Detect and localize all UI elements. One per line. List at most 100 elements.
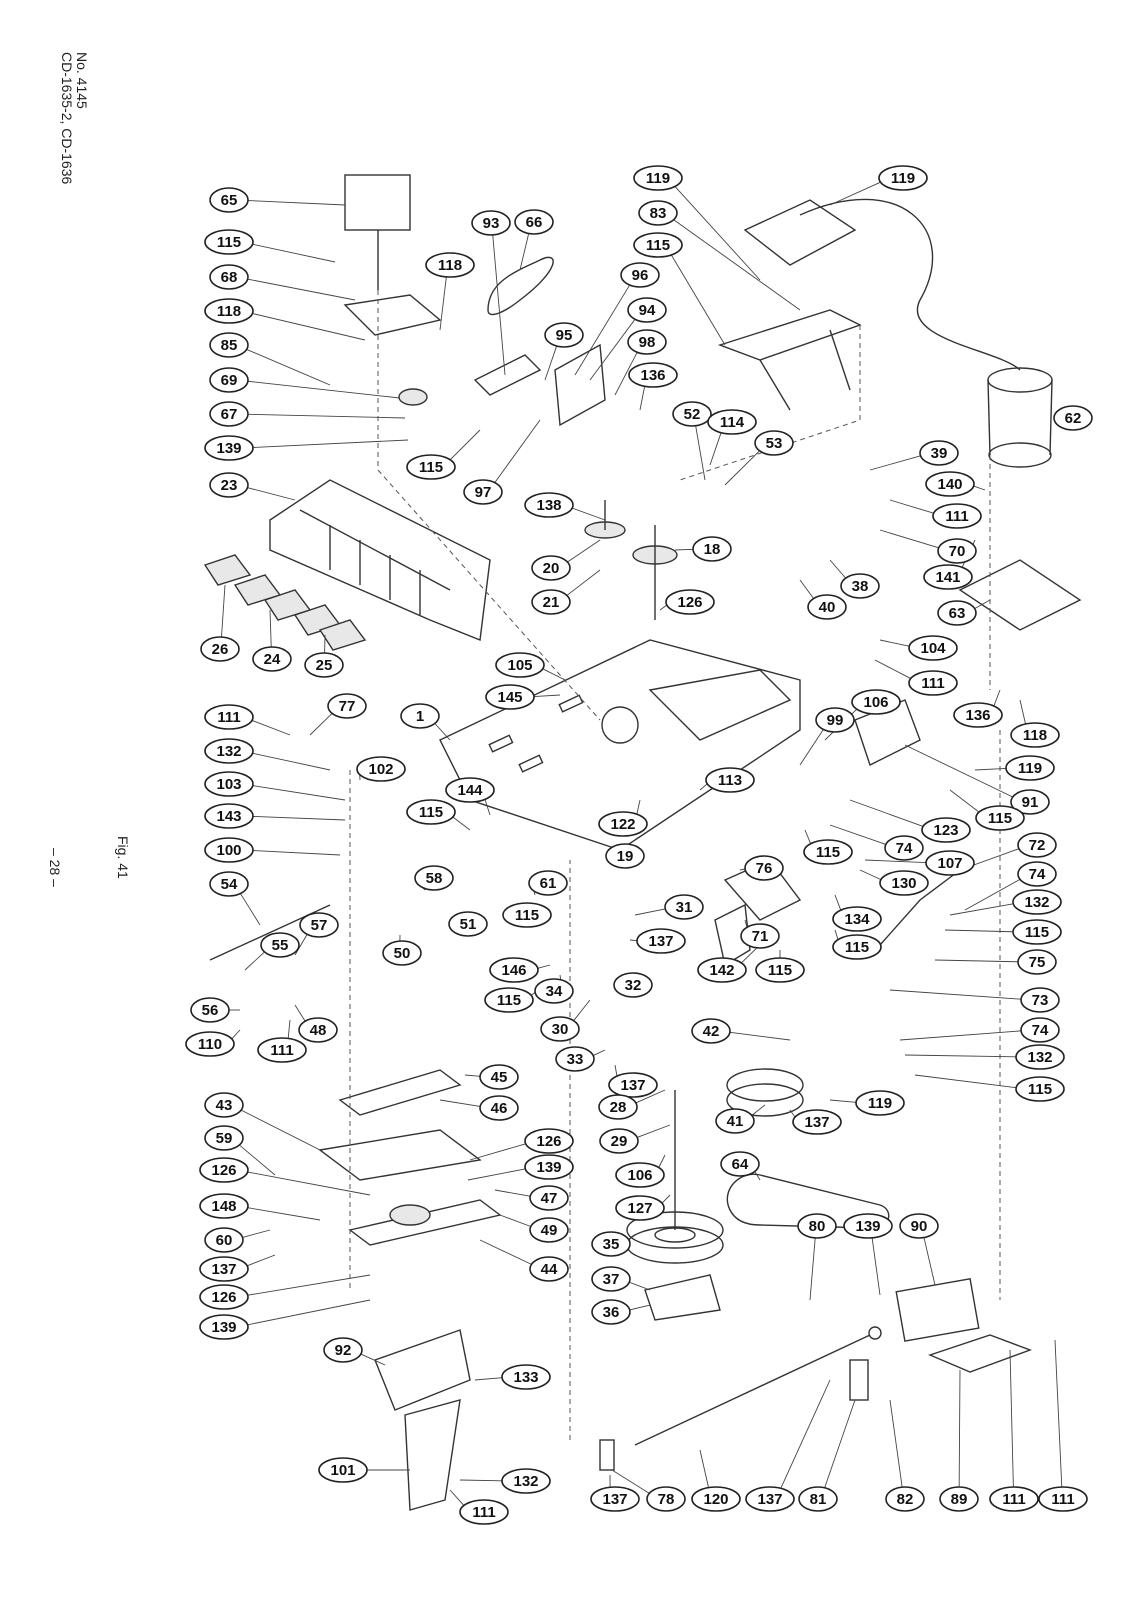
callout-bubble [697, 957, 747, 983]
callout-label: 132 [513, 1473, 538, 1490]
callout-bubble [923, 564, 973, 590]
callout-c115c: 115 [633, 232, 683, 258]
callout-label: 81 [810, 1491, 827, 1508]
callout-c21: 21 [531, 589, 571, 615]
callout-c137d: 137 [199, 1256, 249, 1282]
callout-bubble [755, 957, 805, 983]
callout-c118c: 118 [1010, 722, 1060, 748]
callout-c33: 33 [555, 1046, 595, 1072]
callout-bubble [252, 646, 292, 672]
callout-c82: 82 [885, 1486, 925, 1512]
callout-c39: 39 [919, 440, 959, 466]
callout-label: 115 [497, 992, 521, 1009]
callout-bubble [797, 1213, 837, 1239]
callout-label: 111 [472, 1504, 495, 1521]
callout-c115a: 115 [204, 229, 254, 255]
callout-label: 148 [211, 1198, 236, 1215]
callout-c139c: 139 [843, 1213, 893, 1239]
callout-label: 63 [949, 605, 966, 622]
callout-c139a: 139 [204, 435, 254, 461]
callout-bubble [613, 972, 653, 998]
callout-label: 132 [1027, 1049, 1052, 1066]
callout-label: 59 [216, 1130, 233, 1147]
leader-line-c92 [360, 1353, 386, 1366]
motor-top [987, 367, 1053, 393]
callout-bubble [807, 594, 847, 620]
callout-c139b: 139 [524, 1154, 574, 1180]
callout-c25: 25 [304, 652, 344, 678]
callout-bubble [531, 555, 571, 581]
leader-line-c93 [492, 234, 506, 376]
parts-artwork [203, 174, 1082, 1511]
callout-bubble [529, 1256, 569, 1282]
callout-bubble [1015, 1076, 1065, 1102]
callout-c74a: 74 [884, 835, 924, 861]
callout-c126d: 126 [199, 1284, 249, 1310]
callout-label: 52 [684, 406, 701, 423]
callout-label: 67 [221, 406, 238, 423]
leader-line-c81 [824, 1399, 856, 1488]
callout-bubble [199, 1157, 249, 1183]
leader-line-c53 [724, 450, 760, 486]
leader-line-c33 [593, 1049, 606, 1056]
callout-bubble [484, 987, 534, 1013]
callout-bubble [665, 589, 715, 615]
callout-c80: 80 [797, 1213, 837, 1239]
callout-bubble [745, 1486, 795, 1512]
leader-line-c144 [484, 799, 491, 816]
callout-c126a: 126 [665, 589, 715, 615]
leader-line-c59 [239, 1144, 276, 1176]
leader-line-c139c [871, 1237, 881, 1296]
callout-bubble [524, 1128, 574, 1154]
callout-c106a: 106 [851, 689, 901, 715]
callout-bubble [199, 1284, 249, 1310]
callout-c99: 99 [815, 707, 855, 733]
callout-label: 32 [625, 977, 642, 994]
callout-bubble [908, 670, 958, 696]
callout-label: 42 [703, 1023, 720, 1040]
motor-bracket [958, 559, 1082, 631]
callout-c126c: 126 [199, 1157, 249, 1183]
callout-label: 115 [1028, 1081, 1052, 1098]
callout-bubble [529, 1217, 569, 1243]
callout-bubble [204, 229, 254, 255]
callout-bubble [707, 409, 757, 435]
callout-label: 71 [752, 928, 769, 945]
callout-c26: 26 [200, 636, 240, 662]
leader-line-c136b [993, 689, 1001, 707]
callout-bubble [744, 855, 784, 881]
leader-line-c143 [252, 815, 346, 821]
leader-line-c137a [629, 939, 638, 942]
callout-c137e: 137 [590, 1486, 640, 1512]
callout-bubble [636, 928, 686, 954]
leader-line-c126c [247, 1171, 371, 1196]
leader-line-c126a [659, 604, 668, 611]
callout-bubble [715, 1108, 755, 1134]
leader-line-c71 [744, 919, 748, 928]
callout-c119c: 119 [1005, 755, 1055, 781]
callout-label: 21 [543, 594, 560, 611]
callout-bubble [851, 689, 901, 715]
callout-bubble [204, 298, 254, 324]
callout-bubble [501, 1468, 551, 1494]
callout-label: 115 [646, 237, 670, 254]
callout-c31: 31 [664, 894, 704, 920]
callout-bubble [615, 1195, 665, 1221]
callout-label: 85 [221, 337, 238, 354]
callout-c74c: 74 [1020, 1017, 1060, 1043]
callout-c76: 76 [744, 855, 784, 881]
callout-bubble [209, 187, 249, 213]
callout-label: 65 [221, 192, 238, 209]
leader-line-c97 [494, 419, 541, 483]
callout-c65: 65 [209, 187, 249, 213]
callout-label: 118 [1023, 727, 1047, 744]
callout-c51: 51 [448, 911, 488, 937]
callout-label: 37 [603, 1271, 620, 1288]
callout-bubble [885, 1486, 925, 1512]
callout-c120: 120 [691, 1486, 741, 1512]
callout-label: 18 [704, 541, 721, 558]
callout-label: 46 [491, 1100, 508, 1117]
callout-c66: 66 [514, 209, 554, 235]
